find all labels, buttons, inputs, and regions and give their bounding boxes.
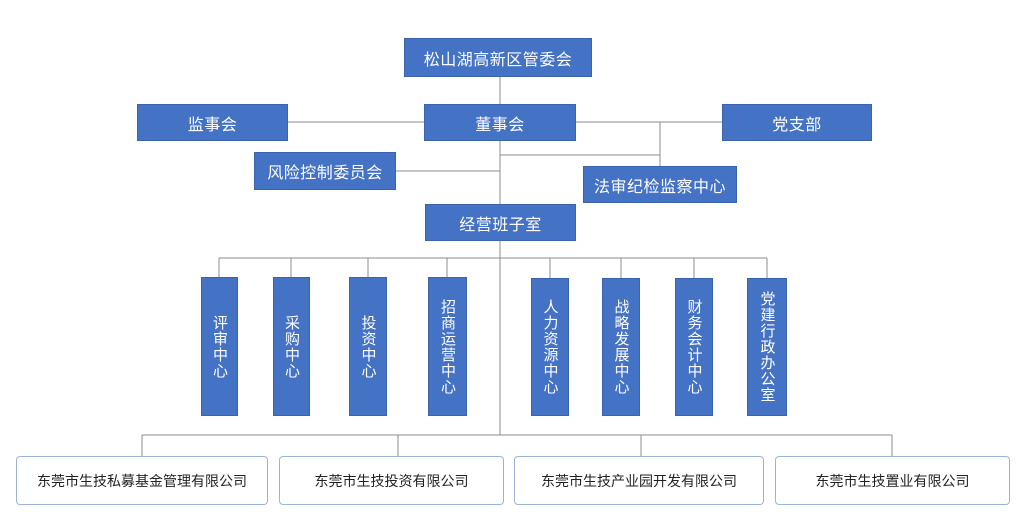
node-management: 经营班子室 [425, 204, 576, 241]
subsidiary-box: 东莞市生技产业园开发有限公司 [514, 456, 764, 505]
subsidiary-box: 东莞市生技置业有限公司 [775, 456, 1010, 505]
department-box: 评审中心 [201, 277, 238, 416]
department-box: 采购中心 [273, 277, 310, 416]
department-box: 招商运营中心 [428, 277, 467, 416]
subsidiary-box: 东莞市生技投资有限公司 [279, 456, 504, 505]
subsidiary-label: 东莞市生技产业园开发有限公司 [541, 473, 737, 490]
department-label: 招商运营中心 [439, 298, 457, 395]
department-box: 人力资源中心 [531, 278, 569, 416]
department-box: 战略发展中心 [602, 278, 640, 416]
node-authority-label: 松山湖高新区管委会 [423, 49, 573, 69]
department-label: 评审中心 [211, 314, 229, 379]
node-management-label: 经营班子室 [459, 214, 542, 234]
department-box: 党建行政办公室 [747, 278, 787, 416]
subsidiary-label: 东莞市生技私募基金管理有限公司 [37, 473, 247, 490]
node-supervisory-board: 监事会 [137, 104, 288, 141]
node-board-of-directors-label: 董事会 [475, 114, 525, 134]
department-box: 投资中心 [349, 277, 387, 416]
node-party-branch-label: 党支部 [772, 114, 822, 134]
node-legal-discipline-center: 法审纪检监察中心 [583, 166, 737, 203]
node-risk-control-committee: 风险控制委员会 [254, 152, 396, 190]
node-risk-control-committee-label: 风险控制委员会 [267, 163, 383, 182]
subsidiary-label: 东莞市生技投资有限公司 [314, 473, 469, 490]
node-board-of-directors: 董事会 [424, 104, 576, 141]
subsidiary-box: 东莞市生技私募基金管理有限公司 [16, 456, 268, 505]
node-authority: 松山湖高新区管委会 [404, 38, 592, 77]
department-label: 投资中心 [359, 314, 378, 379]
department-label: 财务会计中心 [685, 299, 704, 395]
node-legal-discipline-center-label: 法审纪检监察中心 [593, 176, 726, 196]
department-label: 党建行政办公室 [758, 291, 777, 403]
node-party-branch: 党支部 [722, 104, 872, 141]
department-label: 战略发展中心 [612, 299, 631, 395]
subsidiary-label: 东莞市生技置业有限公司 [815, 473, 970, 490]
department-label: 人力资源中心 [541, 299, 560, 395]
node-supervisory-board-label: 监事会 [187, 114, 238, 134]
department-box: 财务会计中心 [675, 278, 713, 416]
department-label: 采购中心 [283, 314, 301, 379]
